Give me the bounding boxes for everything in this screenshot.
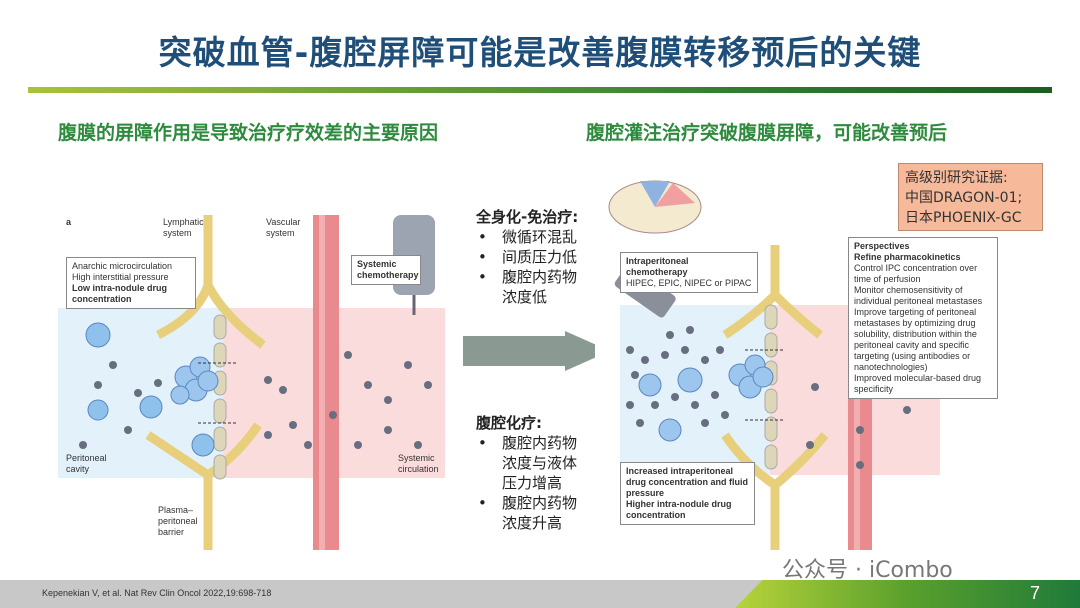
left-subtitle: 腹膜的屏障作用是导致治疗疗效差的主要原因: [58, 122, 439, 144]
peritoneal-cavity-label: Peritoneal cavity: [66, 453, 107, 474]
panel-label: a: [66, 217, 72, 227]
systemic-item: 间质压力低: [476, 247, 616, 267]
ip-chemo-title: Intraperitoneal chemotherapy: [626, 256, 689, 277]
slide-title: 突破血管-腹腔屏障可能是改善腹膜转移预后的关键: [158, 33, 922, 72]
evidence-line: 高级别研究证据:: [905, 170, 1008, 186]
evidence-line: 中国DRAGON-01;: [905, 190, 1023, 206]
title-divider: [28, 87, 1052, 93]
watermark: 公众号 · iCombo: [782, 558, 953, 583]
right-callout: Increased intraperitoneal drug concentra…: [620, 462, 755, 525]
lymphatic-label: Lymphatic system: [163, 217, 204, 238]
vascular-label: Vascular system: [266, 217, 301, 238]
systemic-heading: 全身化-免治疗:: [476, 208, 579, 226]
ip-item: 腹腔内药物浓度升高: [476, 493, 586, 533]
perspective-item: Monitor chemosensitivity of individual p…: [854, 285, 983, 306]
perspectives-box: Perspectives Refine pharmacokinetics Con…: [848, 237, 998, 399]
ip-chemo-label: Intraperitoneal chemotherapy HIPEC, EPIC…: [620, 252, 758, 293]
ip-heading: 腹腔化疗:: [476, 414, 542, 432]
systemic-item: 微循环混乱: [476, 227, 616, 247]
arrow-right-icon: [463, 336, 565, 366]
right-subtitle: 腹腔灌注治疗突破腹膜屏障，可能改善预后: [586, 122, 948, 144]
callout-item: Anarchic microcirculation: [72, 261, 173, 271]
systemic-therapy-notes: 全身化-免治疗: 微循环混乱 间质压力低 腹腔内药物浓度低: [476, 207, 616, 307]
ip-item: 腹腔内药物浓度与液体压力增高: [476, 433, 586, 493]
ip-chemo-types: HIPEC, EPIC, NIPEC or PIPAC: [626, 278, 752, 288]
evidence-box: 高级别研究证据: 中国DRAGON-01; 日本PHOENIX-GC: [898, 163, 1043, 231]
perspective-item: Improved molecular-based drug specificit…: [854, 373, 982, 394]
ip-chemo-notes: 腹腔化疗: 腹腔内药物浓度与液体压力增高 腹腔内药物浓度升高: [476, 413, 616, 533]
callout-item: Higher intra-nodule drug concentration: [626, 499, 732, 520]
perspective-item: Control IPC concentration over time of p…: [854, 263, 978, 284]
evidence-line: 日本PHOENIX-GC: [905, 210, 1022, 226]
footer: Kepenekian V, et al. Nat Rev Clin Oncol …: [0, 580, 1080, 608]
perspective-item: Improve targeting of peritoneal metastas…: [854, 307, 977, 372]
citation: Kepenekian V, et al. Nat Rev Clin Oncol …: [42, 588, 272, 598]
callout-item: Low intra-nodule drug concentration: [72, 283, 167, 304]
callout-item: High interstitial pressure: [72, 272, 169, 282]
systemic-circulation-label: Systemic circulation: [398, 453, 439, 474]
perspective-item: Refine pharmacokinetics: [854, 252, 961, 262]
page-number: 7: [1029, 583, 1040, 603]
barrier-label: Plasma–peritoneal barrier: [158, 505, 198, 537]
left-callout: Anarchic microcirculation High interstit…: [66, 257, 196, 309]
perspectives-title: Perspectives: [854, 241, 910, 251]
left-figure: a Lymphatic system Vascular system Syste…: [58, 205, 448, 550]
callout-item: Increased intraperitoneal drug concentra…: [626, 466, 748, 498]
footer-accent: [735, 580, 1080, 608]
systemic-chemo-label: Systemic chemotherapy: [351, 255, 421, 285]
systemic-item: 腹腔内药物浓度低: [476, 267, 586, 307]
